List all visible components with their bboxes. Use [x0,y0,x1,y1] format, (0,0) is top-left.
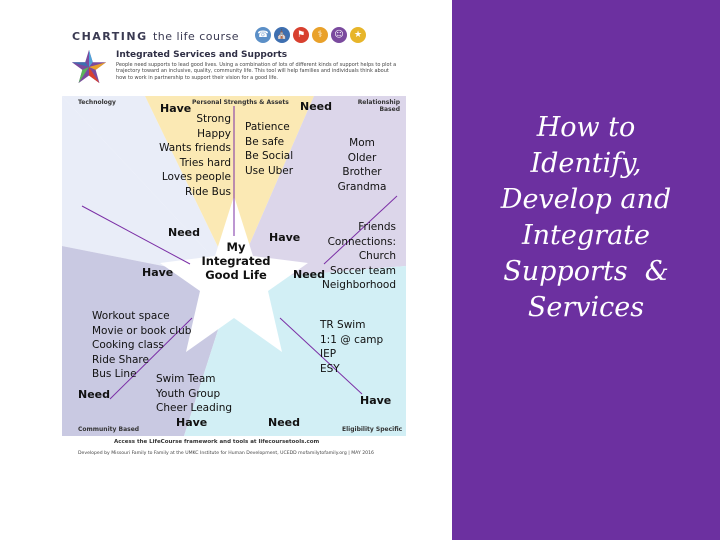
community-icon: ⛪ [274,27,290,43]
slide-title-line: Integrate [522,220,650,251]
eligibility-need-label: Need [268,416,301,429]
list-item: Youth Group [156,387,221,400]
personal-have-list: Strong Happy Wants friends Tries hard Lo… [142,112,231,199]
list-item: Be Social [245,150,294,162]
document-description: People need supports to lead good lives.… [116,62,397,81]
slide-title-line: Develop and [500,184,672,215]
technology-need-label: Need [168,226,201,239]
center-line: Integrated [201,254,271,268]
star-logo-icon [71,49,107,84]
list-item: Happy [197,127,231,140]
list-item: Use Uber [245,164,294,177]
support-star-wheel: Technology Personal Strengths & Assets R… [62,96,406,436]
document-heading: Integrated Services and Supports [116,50,288,60]
advocacy-icon: ★ [350,27,366,43]
community-wedge [62,246,234,436]
list-item: Patience [245,121,290,133]
list-item: Loves people [161,171,231,183]
personal-section-label: Personal Strengths & Assets [192,99,289,106]
slide-title-line: Services [527,292,645,323]
health-icon: ⚕ [312,27,328,43]
center-line: Good Life [205,268,267,282]
list-item: Ride Share [92,353,149,366]
community-need-list: Workout space Movie or book club Cooking… [92,309,191,382]
list-item: Movie or book club [92,324,192,337]
technology-wedge-b [62,96,234,280]
community-need-label: Need [78,388,111,401]
community-section-label: Community Based [78,426,140,433]
technology-section-label: Technology [78,99,116,106]
center-line: My [226,240,246,254]
document-footer-credits: Developed by Missouri Family to Family a… [78,451,374,456]
list-item: Older [347,151,377,164]
title-panel: How to Identify, Develop and Integrate S… [452,0,720,540]
eligibility-have-label: Have [360,394,392,407]
technology-have-label: Have [142,266,174,279]
list-item: Cheer Leading [156,402,233,414]
list-item: Swim Team [156,373,216,385]
slide-title-line: Identify, [530,148,642,179]
list-item: Connections: [327,235,396,248]
list-item: Cooking class [92,339,164,351]
personal-need-list: Patience Be safe Be Social Use Uber [245,120,293,178]
list-item: Strong [196,113,231,125]
list-item: Wants friends [159,142,231,154]
relationship-divider [323,195,398,265]
list-item: Neighborhood [322,279,396,291]
slide-title-line: Supports & [503,256,669,287]
list-item: ESY [320,362,340,375]
list-item: Brother [342,166,382,178]
wheel-graphic [62,96,406,436]
slide-title-line: How to [536,112,636,143]
relationship-need-label: Need [293,268,326,281]
community-have-label: Have [176,416,208,429]
center-star [160,196,308,352]
eligibility-section-label: Eligibility Specific [342,426,403,433]
daily-life-icon: ☎ [255,27,271,43]
document-footer-access: Access the LifeCourse framework and tool… [114,439,320,445]
social-icon: ☺ [331,27,347,43]
personal-have-label: Have [160,102,192,115]
relationship-have-list: Mom Older Brother Grandma [324,136,400,194]
brand-wordmark: CHARTING the life course [72,30,239,43]
list-item: Tries hard [179,156,231,169]
list-item: Workout space [92,310,170,322]
list-item: Ride Bus [184,185,231,198]
list-item: 1:1 @ camp [320,333,384,346]
safety-icon: ⚑ [293,27,309,43]
community-divider [109,317,193,400]
list-item: IEP [320,348,337,360]
relationship-wedge [234,96,406,280]
technology-divider [81,205,191,265]
community-have-list: Swim Team Youth Group Cheer Leading [156,372,232,416]
brand-bold: CHARTING [72,30,148,43]
center-text: My Integrated Good Life [194,240,278,282]
slide-title: How to Identify, Develop and Integrate S… [452,110,720,326]
list-item: Church [358,250,396,262]
eligibility-have-list: TR Swim 1:1 @ camp IEP ESY [320,318,383,376]
relationship-have-label: Have [269,231,301,244]
relationship-section-label: Relationship Based [357,99,400,113]
list-item: Friends [358,221,396,233]
list-item: Bus Line [92,368,137,380]
brand-light: the life course [152,30,240,43]
personal-need-label: Need [300,100,333,113]
relationship-need-list: Friends Connections: Church Soccer team … [316,220,396,293]
list-item: Soccer team [330,264,396,277]
list-item: Grandma [337,180,387,193]
personal-wedge [145,96,314,280]
eligibility-divider [279,317,363,395]
list-item: TR Swim [320,319,366,331]
charting-life-course-document: CHARTING the life course ☎ ⛪ ⚑ ⚕ ☺ ★ Int… [62,18,406,464]
list-item: Mom [349,137,375,149]
list-item: Be safe [245,135,285,148]
